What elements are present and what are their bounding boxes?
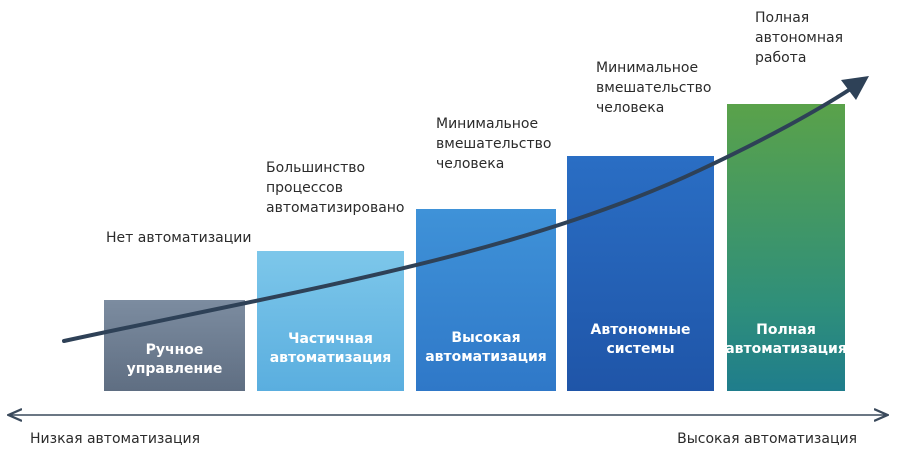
level-description: Минимальное вмешательство человека bbox=[436, 116, 552, 172]
level-bar-label: Высокая автоматизация bbox=[425, 330, 547, 365]
level-bar-label: Полная автоматизация bbox=[725, 321, 847, 357]
axis-right-label: Высокая автоматизация bbox=[677, 431, 857, 447]
level-description: Нет автоматизации bbox=[106, 230, 252, 246]
trend-curve bbox=[62, 86, 854, 343]
level-bar-manual: Ручное управление bbox=[104, 300, 245, 391]
trend-arrowhead bbox=[841, 76, 869, 100]
level-bar-label: Частичная автоматизация bbox=[269, 331, 392, 366]
level-bar-high: Высокая автоматизация bbox=[416, 209, 556, 391]
level-bar-partial: Частичная автоматизация bbox=[257, 251, 404, 391]
level-bar-full: Полная автоматизация bbox=[725, 104, 847, 391]
level-bar-label: Автономные системы bbox=[590, 321, 691, 357]
level-description: Большинство процессов автоматизировано bbox=[266, 160, 405, 216]
level-description: Минимальное вмешательство человека bbox=[596, 60, 712, 116]
axis-left-label: Низкая автоматизация bbox=[30, 431, 200, 447]
level-bar-label: Ручное управление bbox=[126, 341, 223, 377]
top-description: Полная автономная работа bbox=[755, 10, 843, 66]
